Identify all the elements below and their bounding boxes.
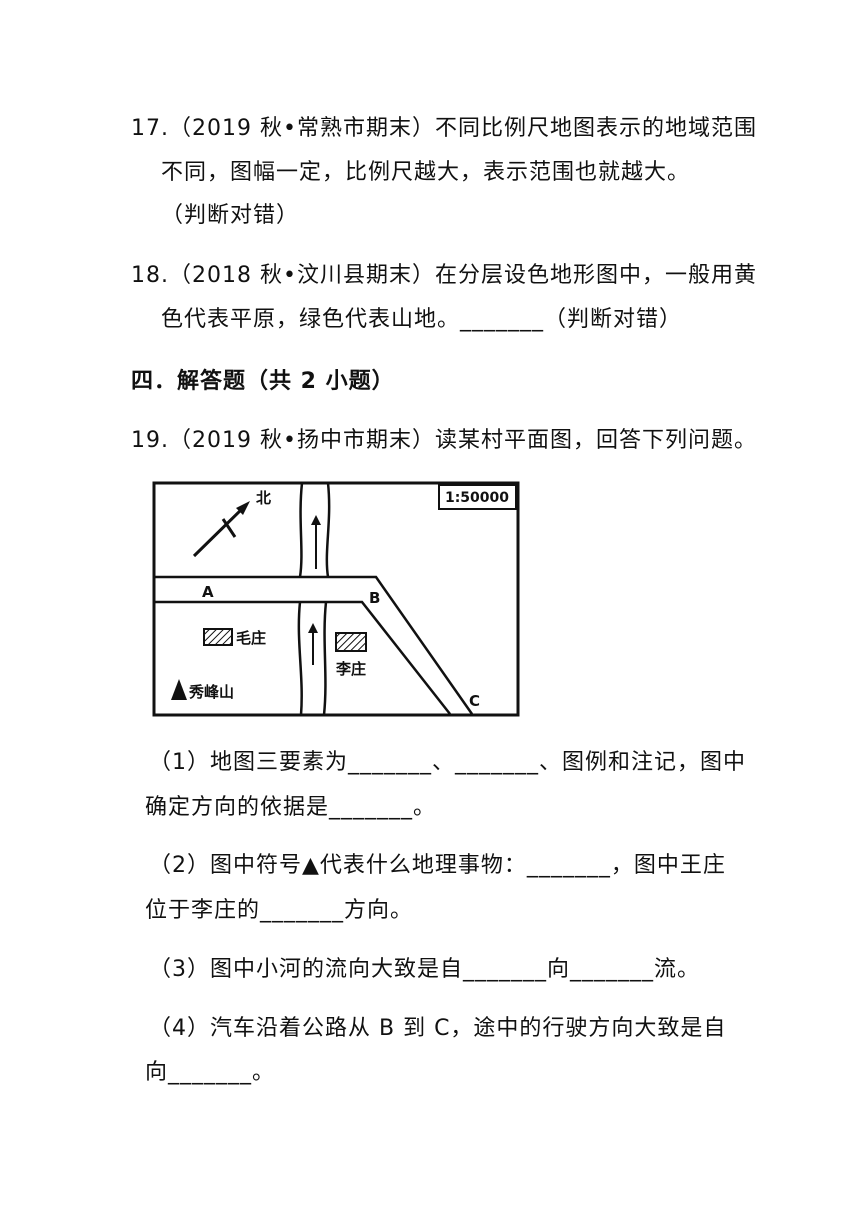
village-li-label: 李庄 — [335, 660, 366, 678]
q18-line1: 18.（2018 秋•汶川县期末）在分层设色地形图中，一般用黄 — [131, 263, 757, 288]
village-map: 1:50000 北 A B C 毛庄 李庄 秀峰山 — [152, 481, 520, 717]
road-lower-edge — [155, 600, 451, 715]
village-mao-symbol — [203, 628, 233, 646]
point-c-label: C — [469, 692, 480, 710]
north-arrow-shaft — [192, 504, 247, 558]
point-b-label: B — [369, 589, 380, 607]
river-flow-arrowhead-upper — [311, 515, 321, 525]
scale-label: 1:50000 — [445, 490, 509, 506]
q17-line2: 不同，图幅一定，比例尺越大，表示范围也就越大。 — [161, 160, 691, 185]
q19-sub1-line2: 确定方向的依据是_______。 — [145, 795, 437, 820]
point-a-label: A — [202, 583, 214, 601]
river-left-bank — [297, 482, 304, 716]
q19-sub4-line1: （4）汽车沿着公路从 B 到 C，途中的行驶方向大致是自 — [149, 1016, 727, 1041]
mountain-label: 秀峰山 — [188, 683, 234, 701]
village-map-figure: 1:50000 北 A B C 毛庄 李庄 秀峰山 — [152, 481, 520, 717]
village-li-symbol — [335, 632, 367, 652]
mountain-triangle-icon — [171, 679, 187, 700]
scale-box — [438, 484, 517, 510]
q17-line3: （判断对错） — [161, 203, 300, 228]
north-label: 北 — [256, 489, 271, 507]
q19-sub3: （3）图中小河的流向大致是自_______向_______流。 — [149, 957, 700, 982]
q17-line1: 17.（2019 秋•常熟市期末）不同比例尺地图表示的地域范围 — [131, 116, 757, 141]
q18-line2: 色代表平原，绿色代表山地。_______（判断对错） — [161, 307, 683, 332]
q19-sub4-line2: 向_______。 — [145, 1060, 276, 1085]
q19-stem: 19.（2019 秋•扬中市期末）读某村平面图，回答下列问题。 — [131, 428, 757, 453]
road-upper-edge — [155, 575, 474, 715]
village-mao-label: 毛庄 — [236, 629, 266, 647]
q19-sub2-line2: 位于李庄的_______方向。 — [145, 898, 414, 923]
north-arrow-crossbar — [221, 518, 237, 538]
section-title: 四．解答题（共 2 小题） — [131, 369, 395, 394]
map-frame — [152, 481, 520, 717]
north-arrow-head — [236, 501, 250, 515]
river-right-bank — [322, 482, 331, 716]
q19-sub2-line1: （2）图中符号▲代表什么地理事物：_______，图中王庄 — [149, 853, 726, 878]
river-flow-arrowhead-lower — [308, 623, 318, 633]
q19-sub1-line1: （1）地图三要素为_______、_______、图例和注记，图中 — [149, 750, 746, 775]
